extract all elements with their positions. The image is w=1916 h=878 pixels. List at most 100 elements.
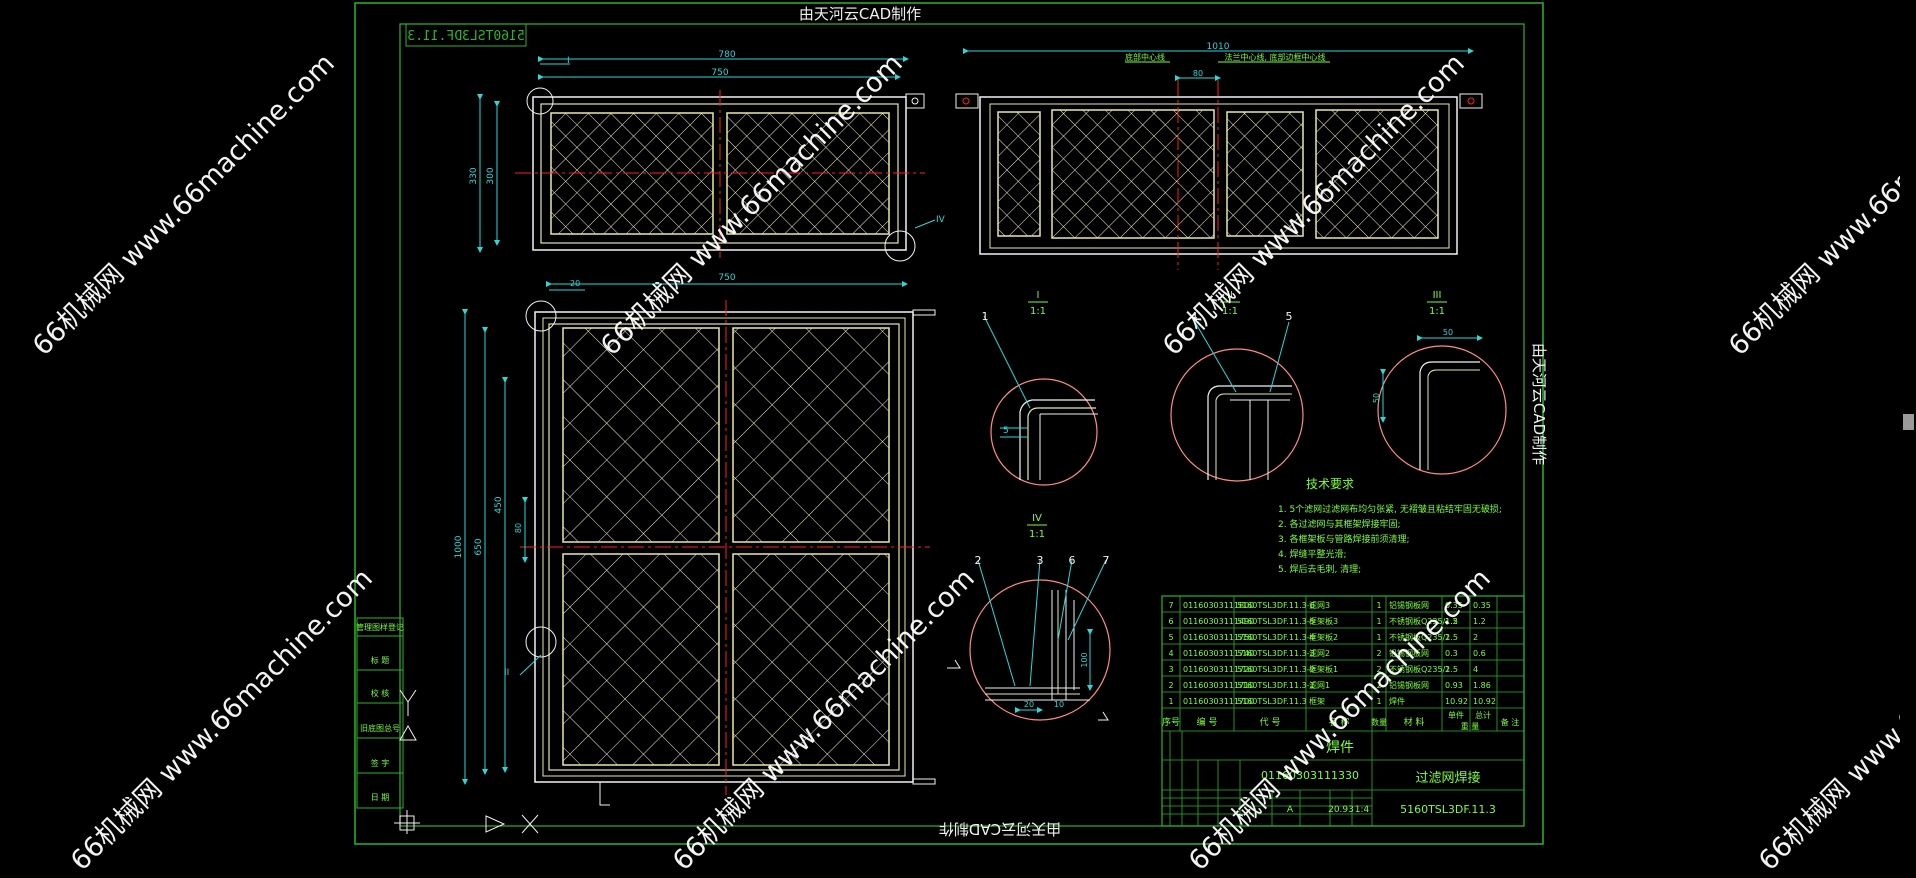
- bom-cell-name: 框架板2: [1309, 632, 1338, 642]
- callout-circle-iv[interactable]: [884, 230, 916, 262]
- bom-header-weight: 重 量: [1461, 721, 1480, 731]
- left-label-3: 校 核: [371, 688, 390, 698]
- side-note-right: 法兰中心线, 底部边框中心线: [1224, 52, 1325, 62]
- detail-iv-part-7: 7: [1103, 554, 1110, 567]
- top-view[interactable]: 780 750 330 300 I IV: [469, 50, 946, 262]
- tech-title: 技术要求: [1306, 477, 1354, 491]
- bom-cell-total: 0.6: [1473, 649, 1486, 658]
- bom-header-name: 名 称: [1329, 716, 1350, 728]
- detail-ii-id: II: [1227, 290, 1233, 301]
- detail-iv-dim-b: 20: [1024, 700, 1034, 709]
- detail-iv-part-2: 2: [975, 554, 982, 567]
- bom-cell-unit: 0.93: [1445, 681, 1463, 690]
- bom-cell-unit: 2: [1445, 633, 1450, 642]
- bom-cell-code: 01160303111720: [1183, 665, 1254, 674]
- bom-cell-total: 1.2: [1473, 617, 1486, 626]
- tech-line-4: 4. 焊缝平整光滑;: [1278, 548, 1346, 560]
- front-dim-h3: 450: [494, 496, 504, 513]
- drawing-code-box: 5160TSL3DF.11.3: [405, 23, 527, 47]
- front-dim-h4: 80: [514, 523, 523, 533]
- bom-cell-code: 01160303111490: [1183, 617, 1254, 626]
- bom-header-code: 编 号: [1197, 716, 1218, 728]
- title-block-name: 焊件: [1326, 740, 1354, 756]
- bom-cell-code: 01160303111710: [1183, 681, 1254, 690]
- bom-cell-material: 不锈钢板Q235/1.5: [1389, 632, 1458, 642]
- detail-iv[interactable]: IV 1:1 100 20 10 2 3 6 7: [947, 513, 1111, 721]
- bom-cell-unit: 2: [1445, 665, 1450, 674]
- left-label-4: 旧底图总号: [360, 723, 400, 733]
- detail-iii-id: III: [1433, 290, 1442, 301]
- callout-circle-front-left[interactable]: [525, 626, 557, 658]
- bom-cell-no: 5: [1168, 633, 1173, 642]
- bom-cell-unit: 0.3: [1445, 649, 1458, 658]
- bom-cell-name: 滤网2: [1309, 648, 1330, 658]
- bom-cell-drawing: 5160TSL3DF.11.3-1: [1237, 681, 1315, 690]
- bom-header-no: 序号: [1162, 716, 1180, 728]
- credit-top: 由天河云CAD制作: [799, 5, 921, 23]
- bom-cell-drawing: 5160TSL3DF.11.3: [1237, 697, 1307, 706]
- callout-circle-front-top[interactable]: [525, 300, 557, 332]
- bom-cell-qty: 1: [1376, 697, 1381, 706]
- bom-cell-qty: 2: [1376, 665, 1381, 674]
- detail-iv-part-6: 6: [1069, 554, 1076, 567]
- bom-cell-total: 1.86: [1473, 681, 1491, 690]
- bom-cell-material: 不锈钢板Q235/1.5: [1389, 616, 1458, 626]
- detail-iv-dim-a: 100: [1080, 652, 1089, 667]
- bom-cell-drawing: 5160TSL3DF.11.3-2: [1237, 665, 1315, 674]
- bom-cell-qty: 1: [1376, 617, 1381, 626]
- detail-iv-dim-c: 10: [1054, 700, 1064, 709]
- bom-cell-qty: 2: [1376, 681, 1381, 690]
- detail-i-id: I: [1037, 290, 1040, 301]
- bom-cell-drawing: 5160TSL3DF.11.3-6: [1237, 601, 1315, 610]
- bom-cell-name: 框架板3: [1309, 616, 1338, 626]
- detail-iii-dim-a: 50: [1443, 328, 1453, 337]
- detail-ii-part-4: 4: [1191, 310, 1198, 323]
- tech-line-2: 2. 各过滤网与其框架焊接牢固;: [1278, 518, 1400, 530]
- top-callout-iv: IV: [936, 215, 946, 225]
- bom-cell-no: 2: [1168, 681, 1173, 690]
- title-block-stage: A: [1287, 805, 1294, 815]
- vertical-scrollbar[interactable]: [1900, 0, 1916, 847]
- bom-cell-code: 01160303111740: [1183, 649, 1254, 658]
- detail-ii[interactable]: II 1:1 4 5: [1170, 290, 1304, 482]
- detail-iii[interactable]: III 1:1 50 50: [1372, 290, 1507, 475]
- title-block-weight: 20.93: [1328, 805, 1354, 815]
- bom-cell-no: 3: [1168, 665, 1173, 674]
- detail-iii-scale: 1:1: [1429, 306, 1445, 317]
- front-dim-h2: 650: [474, 538, 484, 555]
- cad-drawing-canvas[interactable]: 由天河云CAD制作 由天河云CAD制作 由天河云CAD制作 5160TSL3DF…: [0, 0, 1916, 847]
- bom-header-note: 备 注: [1501, 717, 1520, 727]
- side-view[interactable]: 1010 80 底部中心线 法兰中心线, 底部边框中心线: [955, 42, 1483, 270]
- tech-requirements: 技术要求 1. 5个滤网过滤网布均匀张紧, 无褶皱且粘结牢固无破损; 2. 各过…: [1278, 477, 1502, 575]
- bom-cell-qty: 1: [1376, 633, 1381, 642]
- bom-cell-name: 滤网1: [1309, 680, 1330, 690]
- detail-iii-dim-b: 50: [1372, 393, 1381, 403]
- callout-circle-i[interactable]: [526, 87, 554, 115]
- bom-cell-unit: 0.35: [1445, 601, 1463, 610]
- bom-cell-code: 01160303111750: [1183, 633, 1254, 642]
- detail-i[interactable]: I 1:1 1 5: [982, 290, 1099, 486]
- bom-cell-code: 01160303111800: [1183, 601, 1254, 610]
- side-note-left: 底部中心线: [1125, 52, 1165, 62]
- side-dim-center: 80: [1193, 69, 1203, 78]
- title-block-drawing-no: 5160TSL3DF.11.3: [1400, 803, 1496, 816]
- bom-cell-drawing: 5160TSL3DF.11.3-5: [1237, 617, 1315, 626]
- bom-cell-code: 01160303111700: [1183, 697, 1254, 706]
- bom-cell-name: 框架: [1309, 696, 1325, 706]
- drawing-code-mirrored: 5160TSL3DF.11.3: [407, 29, 524, 44]
- bom-cell-material: 铝锡钢板网: [1389, 648, 1429, 658]
- bom-cell-total: 4: [1473, 665, 1478, 674]
- bom-cell-no: 4: [1168, 649, 1173, 658]
- detail-i-dim: 5: [1003, 426, 1009, 436]
- bom-header-unit: 单件: [1448, 710, 1464, 720]
- bom-cell-total: 10.92: [1473, 697, 1496, 706]
- front-callout-ii: II: [504, 668, 509, 678]
- top-dim-inner: 750: [711, 68, 728, 78]
- bom-cell-name: 滤网3: [1309, 600, 1330, 610]
- bom-cell-qty: 1: [1376, 601, 1381, 610]
- scrollbar-thumb[interactable]: [1903, 414, 1914, 430]
- front-view[interactable]: 750 20 1000 650 450 80 II: [454, 273, 936, 806]
- top-dim-height-outer: 330: [469, 167, 479, 184]
- bom-header-qty: 数量: [1371, 717, 1387, 727]
